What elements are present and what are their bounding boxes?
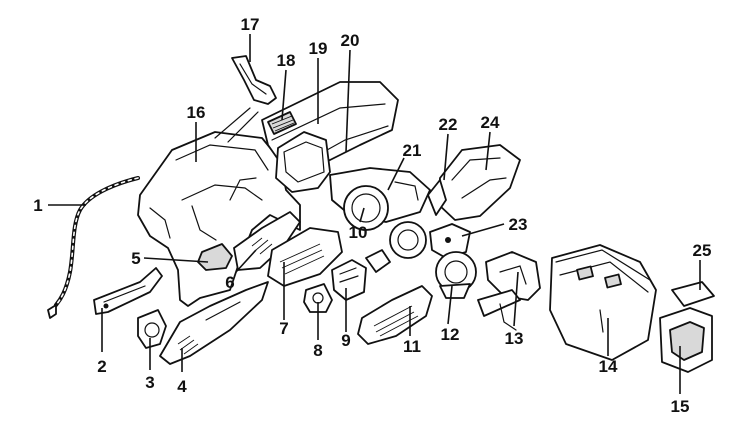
callout-9: 9 (341, 331, 350, 350)
part-12-ring-housing (435, 251, 477, 299)
callout-3: 3 (145, 373, 154, 392)
callout-19: 19 (309, 39, 328, 58)
part-7-center-module (267, 227, 343, 287)
callout-20: 20 (341, 31, 360, 50)
part-2-side-trim (93, 267, 163, 315)
callout-4: 4 (177, 377, 187, 396)
part-17-bracket (231, 55, 277, 105)
part-13-bracket (477, 251, 541, 331)
callout-1: 1 (33, 196, 42, 215)
callout-2: 2 (97, 357, 106, 376)
part-25-plate (671, 281, 715, 307)
callout-5: 5 (131, 249, 140, 268)
callout-14: 14 (599, 357, 618, 376)
callout-16: 16 (187, 103, 206, 122)
callout-8: 8 (313, 341, 322, 360)
part-22-trim (427, 179, 447, 216)
callout-22: 22 (439, 115, 458, 134)
callout-18: 18 (277, 51, 296, 70)
callout-12: 12 (441, 325, 460, 344)
callout-25: 25 (693, 241, 712, 260)
leader-lines (48, 34, 701, 394)
callout-7: 7 (279, 319, 288, 338)
part-8-vent-knob (303, 283, 333, 313)
callout-21: 21 (403, 141, 422, 160)
part-11-lower-console (357, 285, 433, 345)
callout-11: 11 (403, 337, 421, 356)
callout-labels: 1 2 3 4 5 6 7 8 9 10 11 12 13 14 15 16 1… (33, 15, 711, 416)
callout-17: 17 (241, 15, 260, 34)
callout-13: 13 (505, 329, 524, 348)
callout-24: 24 (481, 113, 500, 132)
part-15-console-rear (659, 307, 713, 373)
part-1-cable (47, 176, 140, 319)
callout-6: 6 (225, 273, 234, 292)
part-23-switch (429, 223, 471, 259)
callout-23: 23 (509, 215, 528, 234)
callout-10: 10 (349, 223, 368, 242)
part-9-control-panel (331, 249, 391, 301)
callout-15: 15 (671, 397, 690, 416)
part-3-knob (137, 309, 167, 349)
part-21-column-cover (329, 167, 431, 259)
part-14-console (549, 244, 657, 361)
part-20-cluster-hood (275, 131, 331, 193)
part-24-glove-box-lid (437, 144, 521, 221)
